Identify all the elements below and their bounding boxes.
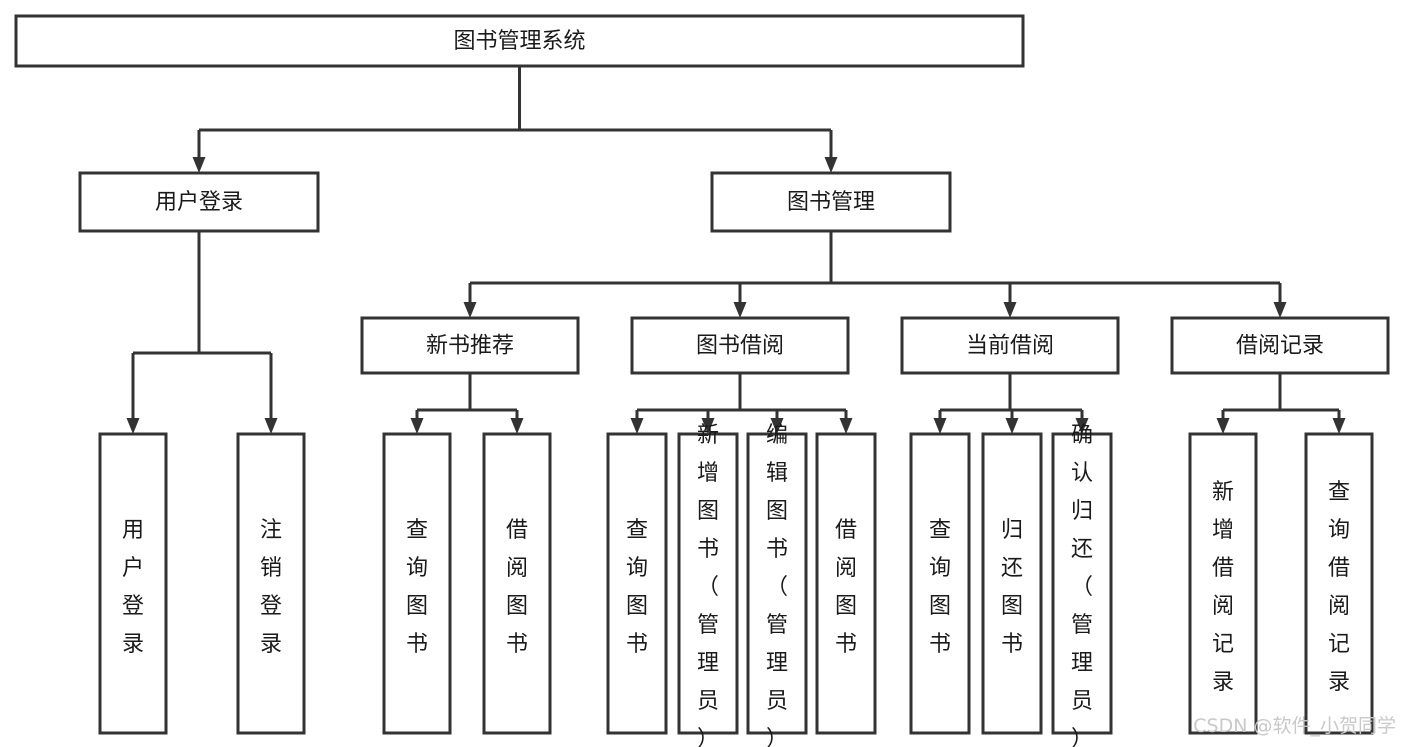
node-box [78, 171, 320, 233]
node-box [98, 432, 168, 735]
connector-group [933, 373, 1089, 434]
arrow-head-icon [192, 157, 206, 173]
connector-group [410, 373, 524, 434]
arrow-head-icon [1075, 418, 1089, 434]
arrow-head-icon [410, 418, 424, 434]
node-box [360, 316, 580, 375]
connector-group [192, 66, 838, 173]
node-leaf-add-record[interactable]: 新增借阅记录 [1188, 432, 1258, 735]
node-box [981, 432, 1043, 735]
node-label: 用户登录 [155, 190, 243, 215]
node-new-book-rec[interactable]: 新书推荐 [360, 316, 580, 375]
node-leaf-query-book-1[interactable]: 查询图书 [382, 432, 452, 735]
node-leaf-borrow-book-2[interactable]: 借阅图书 [815, 432, 877, 735]
node-box [630, 316, 850, 375]
node-leaf-query-book-3[interactable]: 查询图书 [909, 432, 971, 735]
node-box [482, 432, 552, 735]
csdn-watermark: CSDN @软件_小贺同学 [1193, 715, 1396, 737]
node-box [1170, 316, 1390, 375]
node-label: 查询图书 [626, 518, 648, 657]
arrow-head-icon [126, 418, 140, 434]
node-leaf-return-book[interactable]: 归还图书 [981, 432, 1043, 735]
node-label: 编辑图书（管理员） [766, 423, 788, 747]
node-box [900, 316, 1120, 375]
node-label: 用户登录 [122, 518, 144, 657]
node-book-borrow[interactable]: 图书借阅 [630, 316, 850, 375]
node-leaf-edit-book[interactable]: 编辑图书（管理员） [746, 423, 808, 747]
node-root[interactable]: 图书管理系统 [14, 14, 1025, 68]
arrow-head-icon [824, 157, 838, 173]
node-borrow-record[interactable]: 借阅记录 [1170, 316, 1390, 375]
arrow-head-icon [770, 418, 784, 434]
node-box [1304, 432, 1374, 735]
arrow-head-icon [1273, 302, 1287, 318]
connector-group [463, 231, 1287, 318]
arrow-head-icon [733, 302, 747, 318]
node-box [909, 432, 971, 735]
node-label: 图书管理系统 [453, 29, 585, 54]
arrow-head-icon [1003, 302, 1017, 318]
node-label: 归还图书 [1001, 518, 1023, 657]
node-current-borrow[interactable]: 当前借阅 [900, 316, 1120, 375]
connector-group [630, 373, 853, 434]
node-box [14, 14, 1025, 68]
connector-group [1216, 373, 1346, 434]
node-label: 查询图书 [406, 518, 428, 657]
arrow-head-icon [1332, 418, 1346, 434]
node-leaf-query-record[interactable]: 查询借阅记录 [1304, 432, 1374, 735]
node-box [382, 432, 452, 735]
node-box [1051, 432, 1113, 735]
node-leaf-add-book[interactable]: 新增图书（管理员） [677, 423, 739, 747]
node-box [677, 432, 739, 735]
connector-group [126, 231, 278, 434]
node-label: 借阅图书 [506, 518, 528, 657]
node-label: 注销登录 [260, 518, 282, 657]
node-leaf-confirm-return[interactable]: 确认归还（管理员） [1051, 423, 1113, 747]
node-book-manage[interactable]: 图书管理 [710, 171, 952, 233]
node-leaf-borrow-book-1[interactable]: 借阅图书 [482, 432, 552, 735]
node-box [746, 432, 808, 735]
node-label: 确认归还（管理员） [1071, 423, 1093, 747]
node-user-login[interactable]: 用户登录 [78, 171, 320, 233]
arrow-head-icon [839, 418, 853, 434]
node-leaf-logout[interactable]: 注销登录 [236, 432, 306, 735]
node-box [710, 171, 952, 233]
node-label: 图书借阅 [696, 334, 784, 359]
node-box [815, 432, 877, 735]
node-label: 查询借阅记录 [1328, 480, 1350, 695]
node-box [236, 432, 306, 735]
node-label: 当前借阅 [966, 334, 1054, 359]
arrow-head-icon [630, 418, 644, 434]
arrow-head-icon [1005, 418, 1019, 434]
connector-layer [126, 66, 1346, 434]
node-layer: 图书管理系统用户登录图书管理新书推荐图书借阅当前借阅借阅记录用户登录注销登录查询… [14, 14, 1390, 747]
arrow-head-icon [510, 418, 524, 434]
arrow-head-icon [463, 302, 477, 318]
arrow-head-icon [264, 418, 278, 434]
node-leaf-user-login[interactable]: 用户登录 [98, 432, 168, 735]
arrow-head-icon [701, 418, 715, 434]
node-label: 新增图书（管理员） [697, 423, 719, 747]
node-label: 借阅记录 [1236, 334, 1324, 359]
node-leaf-query-book-2[interactable]: 查询图书 [606, 432, 668, 735]
node-label: 新书推荐 [426, 334, 514, 359]
arrow-head-icon [1216, 418, 1230, 434]
node-label: 借阅图书 [835, 518, 857, 657]
node-box [1188, 432, 1258, 735]
node-label: 图书管理 [787, 190, 875, 215]
node-label: 新增借阅记录 [1212, 480, 1234, 695]
arrow-head-icon [933, 418, 947, 434]
node-label: 查询图书 [929, 518, 951, 657]
node-box [606, 432, 668, 735]
